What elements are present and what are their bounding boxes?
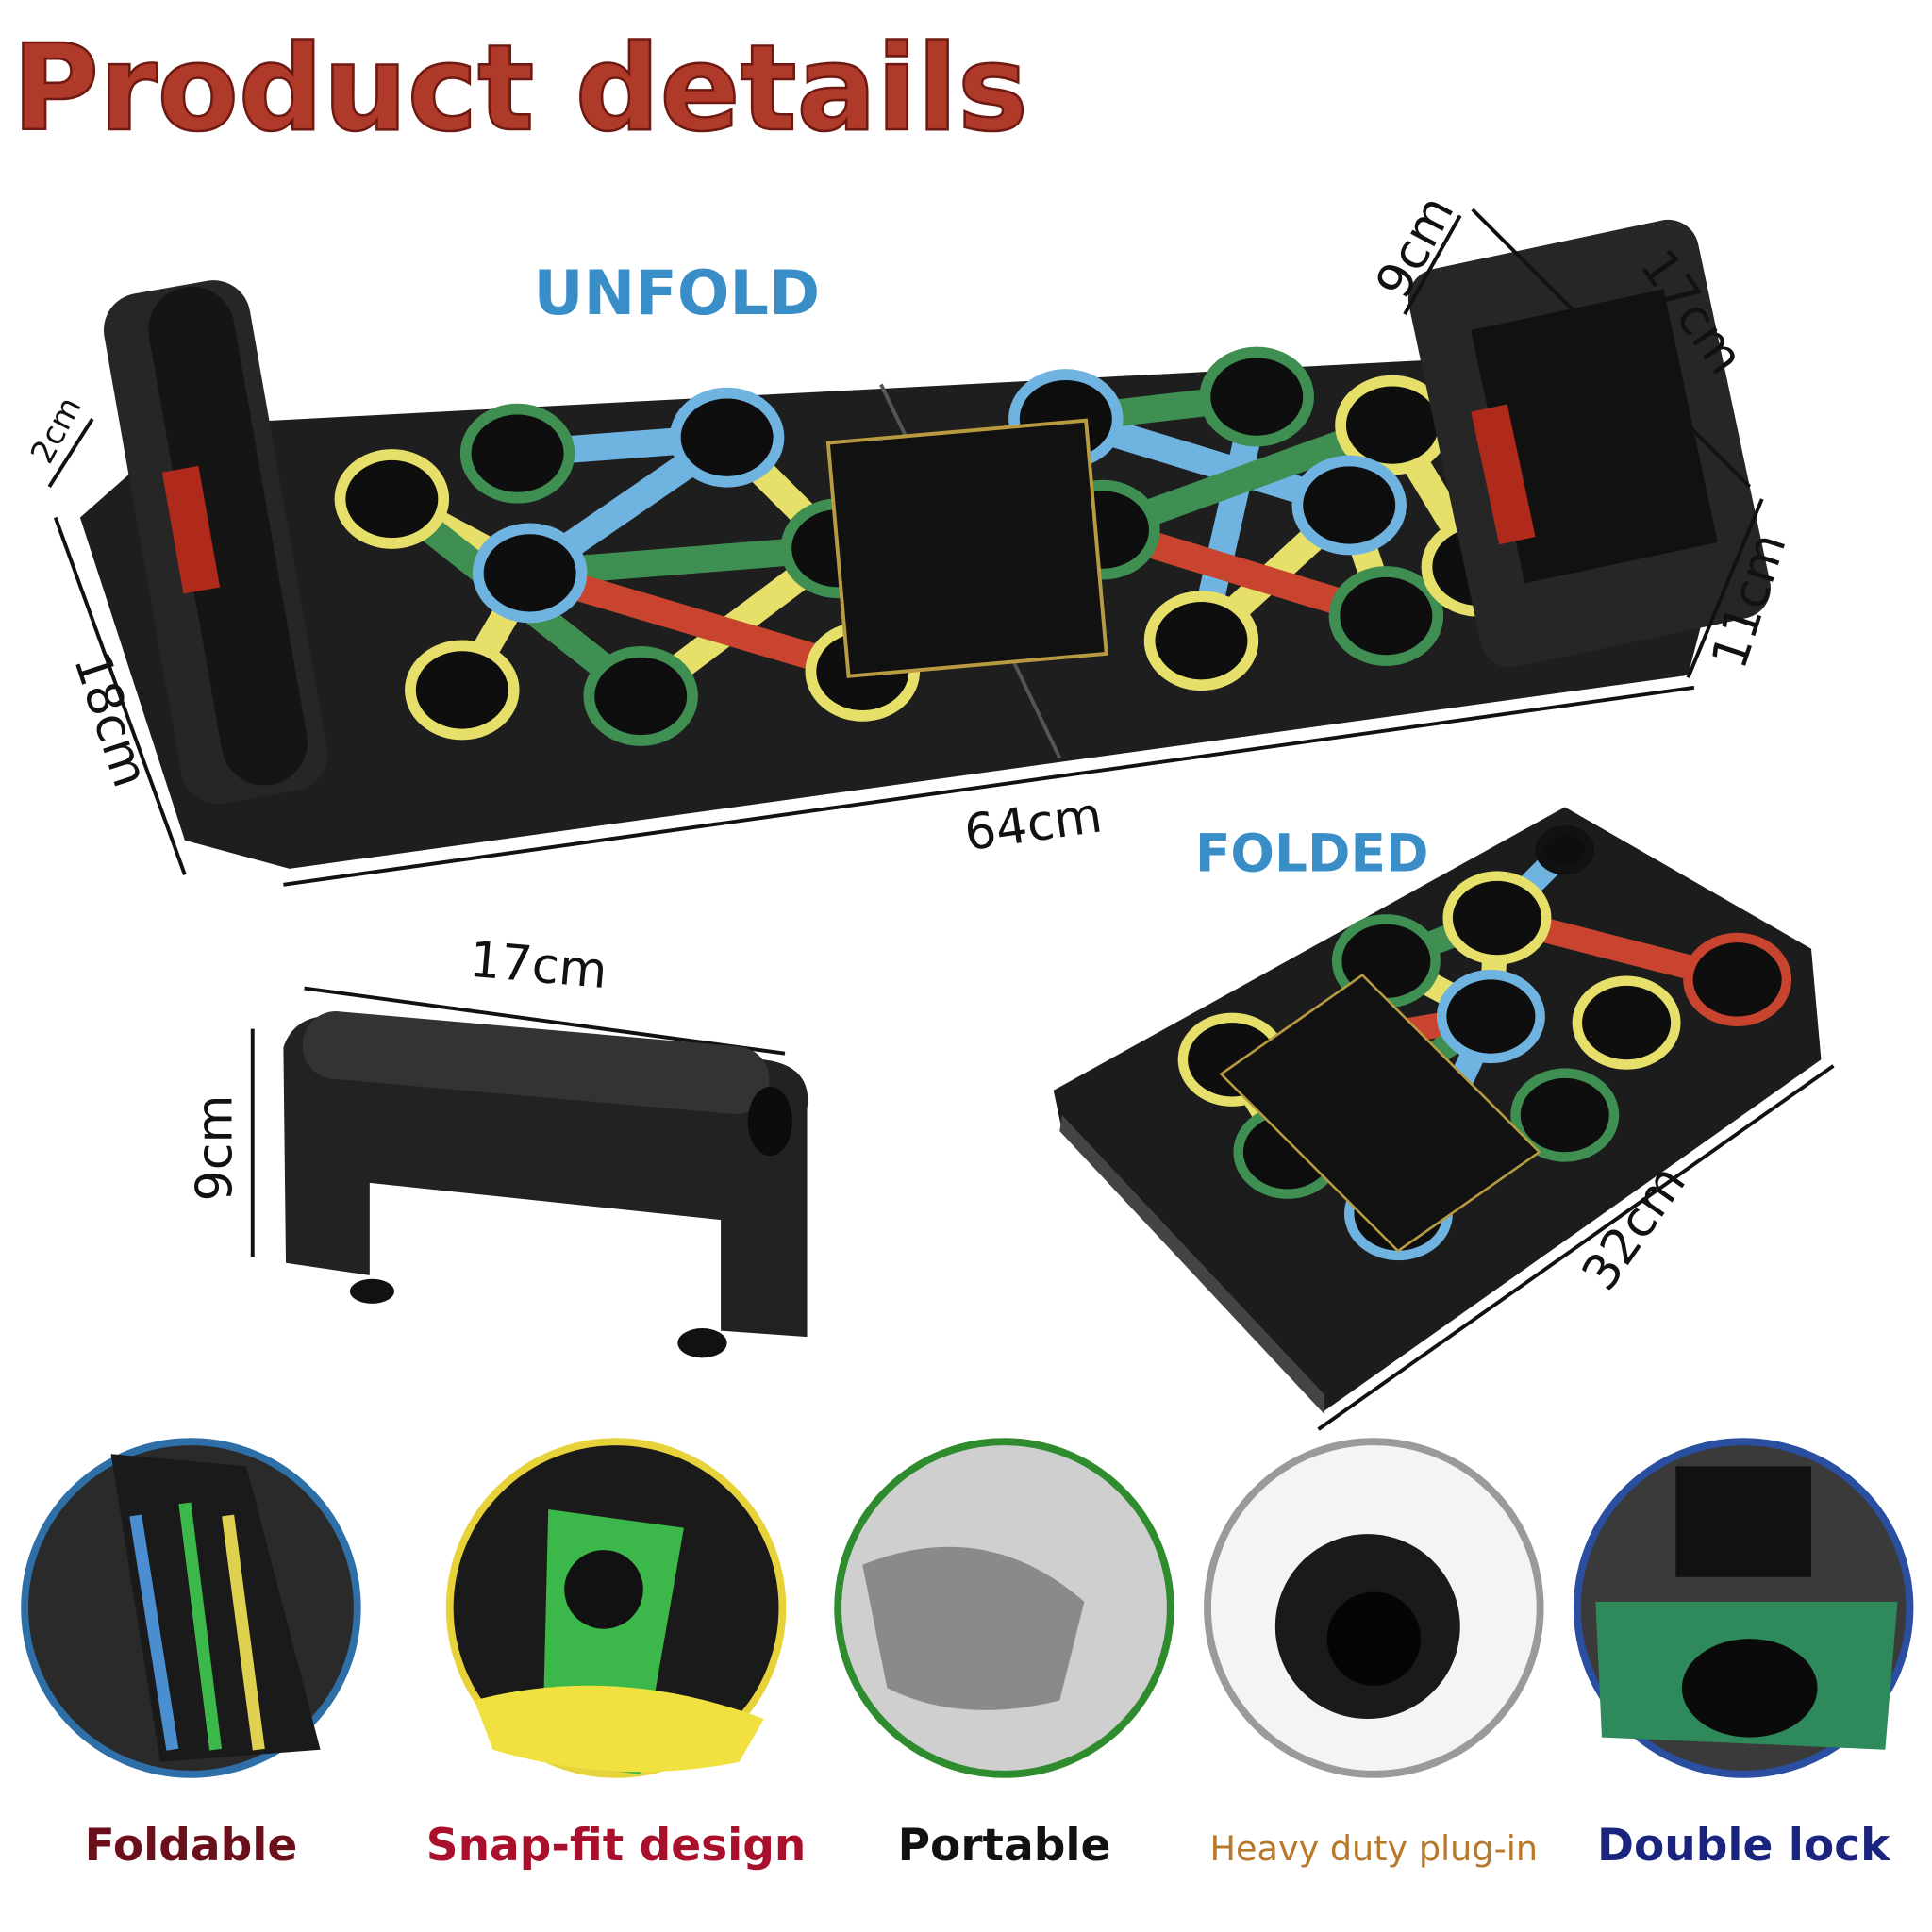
feature-snap-fit-design: Snap-fit design [426,1438,807,1872]
dim-handle-height: 9cm [188,1095,244,1202]
right-handle [1407,219,1771,668]
folded-label: FOLDED [1195,823,1429,883]
push-up-peg [1442,871,1552,965]
feature-heavy-duty-plug-in: Heavy duty plug-in [1204,1438,1544,1869]
color-band [525,559,867,685]
push-up-peg [583,646,698,746]
dim-handle-length: 17cm [467,932,609,1001]
feature-label: Double lock [1597,1820,1891,1872]
push-up-peg [459,403,575,504]
push-up-peg [1572,975,1681,1070]
push-up-peg [1535,825,1595,875]
unfolded-board [79,219,1771,869]
instruction-chart [825,418,1108,678]
feature-label: Heavy duty plug-in [1210,1828,1539,1869]
push-up-peg [1510,1068,1620,1162]
push-up-peg [334,449,450,549]
push-up-peg [1683,932,1792,1026]
feature-portable: Portable [834,1438,1174,1872]
push-up-peg [1199,346,1314,447]
push-up-peg [1328,566,1444,666]
push-up-peg [1143,591,1259,691]
dimension-lines [47,208,1835,1431]
unfold-label: UNFOLD [534,258,821,329]
feature-label: Foldable [85,1820,298,1872]
left-handle [103,280,328,805]
folded-board [1053,807,1822,1415]
feature-double-lock: Double lock [1573,1438,1914,1872]
dim-unfold-height: 2cm [24,391,90,470]
push-up-peg [1291,455,1407,556]
push-up-peg [1436,969,1545,1064]
push-up-peg [669,387,785,488]
handle-product [283,1011,808,1358]
page-title: Product details [12,20,1028,158]
folded-instruction-chart [1219,973,1541,1253]
feature-label: Portable [898,1820,1111,1872]
push-up-peg [472,523,588,624]
feature-label: Snap-fit design [426,1820,807,1872]
dim-unfold-length: 64cm [961,787,1106,862]
push-up-peg [405,640,520,741]
feature-foldable: Foldable [21,1438,361,1872]
